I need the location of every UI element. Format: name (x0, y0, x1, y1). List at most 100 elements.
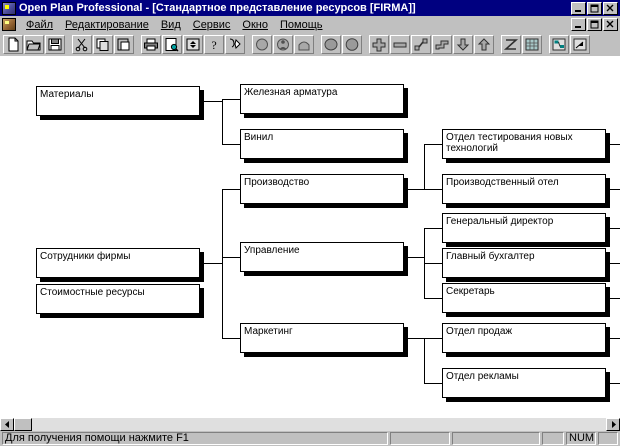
diagram-node[interactable]: Стоимостные ресурсы (36, 284, 200, 314)
diagram-node-label: Стоимостные ресурсы (40, 287, 145, 298)
status-pane-3 (542, 432, 564, 445)
connector-segment (424, 338, 425, 383)
horizontal-scrollbar[interactable] (0, 417, 620, 432)
openplan-app-icon[interactable] (2, 1, 16, 15)
diagram-node[interactable]: Железная арматура (240, 84, 404, 114)
context-help-icon[interactable] (225, 35, 245, 54)
diagram-node[interactable]: Маркетинг (240, 323, 404, 353)
diagram-node[interactable]: Генеральный директор (442, 213, 606, 243)
connector-segment (606, 144, 620, 145)
diagram-node-label: Винил (244, 132, 274, 143)
diagram-node-label: Управление (244, 245, 300, 256)
resource-circle-icon[interactable] (252, 35, 272, 54)
diagram-node[interactable]: Материалы (36, 86, 200, 116)
window-controls (571, 1, 618, 15)
mdi-minimize-button[interactable] (571, 18, 586, 31)
print-preview-icon[interactable] (162, 35, 182, 54)
status-bar: Для получения помощи нажмите F1 NUM (0, 431, 620, 446)
zigzag-icon[interactable] (501, 35, 521, 54)
connector-segment (424, 144, 442, 145)
restore-button[interactable] (587, 1, 602, 15)
diagram-node-label: Сотрудники фирмы (40, 251, 131, 262)
menu-file[interactable]: Файл (20, 18, 59, 32)
menu-help-label: Помощь (279, 18, 323, 31)
status-num-indicator: NUM (566, 432, 596, 445)
new-document-icon[interactable] (3, 35, 23, 54)
scroll-left-arrow-icon[interactable] (0, 418, 14, 431)
connector-segment (606, 189, 620, 190)
minimize-button[interactable] (571, 1, 586, 15)
diagram-node-label: Маркетинг (244, 326, 293, 337)
connector-segment (424, 338, 442, 339)
diagram-node[interactable]: Производство (240, 174, 404, 204)
svg-text:?: ? (211, 38, 216, 52)
connector-segment (222, 338, 240, 339)
menu-file-label: Файл (26, 18, 54, 31)
document-window-icon[interactable] (2, 18, 16, 31)
print-icon[interactable] (141, 35, 161, 54)
filled-circle-icon[interactable] (342, 35, 362, 54)
menu-view[interactable]: Вид (155, 18, 187, 32)
hscroll-thumb[interactable] (14, 418, 32, 431)
move-up-icon[interactable] (474, 35, 494, 54)
hscroll-track[interactable] (14, 418, 606, 432)
menu-view-label: Вид (160, 18, 181, 31)
connector-segment (404, 189, 424, 190)
status-resize-grip (598, 432, 618, 445)
menu-edit[interactable]: Редактирование (59, 18, 155, 32)
menu-help[interactable]: Помощь (274, 18, 329, 32)
menu-window-label: Окно (242, 18, 268, 31)
layout-icon[interactable] (549, 35, 569, 54)
diagram-node[interactable]: Управление (240, 242, 404, 272)
add-plus-icon[interactable] (369, 35, 389, 54)
scroll-right-arrow-icon[interactable] (606, 418, 620, 431)
sort-icon[interactable] (183, 35, 203, 54)
resource-person-icon[interactable] (273, 35, 293, 54)
mdi-restore-button[interactable] (587, 18, 602, 31)
diagram-node[interactable]: Производственный отел (442, 174, 606, 204)
diagram-node[interactable]: Главный бухгалтер (442, 248, 606, 278)
diagram-node[interactable]: Секретарь (442, 283, 606, 313)
menu-tools[interactable]: Сервис (187, 18, 237, 32)
menu-bar: Файл Редактирование Вид Сервис Окно Помо… (0, 16, 620, 34)
paste-clipboard-icon[interactable] (114, 35, 134, 54)
open-folder-icon[interactable] (24, 35, 44, 54)
connector-segment (606, 228, 620, 229)
status-message: Для получения помощи нажмите F1 (2, 432, 388, 445)
diagram-node-label: Производственный отел (446, 177, 559, 188)
diagram-node[interactable]: Отдел тестирования новых технологий (442, 129, 606, 159)
title-bar[interactable]: Open Plan Professional - [Стандартное пр… (0, 0, 620, 16)
mdi-close-button[interactable] (603, 18, 618, 31)
grid-table-icon[interactable] (522, 35, 542, 54)
diagram-node[interactable]: Сотрудники фирмы (36, 248, 200, 278)
connector-segment (222, 189, 223, 338)
connector-segment (424, 189, 442, 190)
help-question-icon[interactable]: ? (204, 35, 224, 54)
diagram-node[interactable]: Отдел продаж (442, 323, 606, 353)
diagram-node[interactable]: Винил (240, 129, 404, 159)
connector-segment (424, 144, 425, 189)
diagram-node-label: Секретарь (446, 286, 495, 297)
step-icon[interactable] (432, 35, 452, 54)
connector-segment (606, 383, 620, 384)
arrange-icon[interactable] (570, 35, 590, 54)
mdi-window-controls (571, 18, 618, 31)
connector-segment (404, 338, 424, 339)
connector-segment (424, 383, 442, 384)
diagram-node[interactable]: Отдел рекламы (442, 368, 606, 398)
diagram-node-label: Железная арматура (244, 87, 338, 98)
remove-minus-icon[interactable] (390, 35, 410, 54)
diagram-node-label: Отдел рекламы (446, 371, 519, 382)
copy-pages-icon[interactable] (93, 35, 113, 54)
link-icon[interactable] (411, 35, 431, 54)
filled-ellipse-icon[interactable] (321, 35, 341, 54)
resource-shape-icon[interactable] (294, 35, 314, 54)
menu-window[interactable]: Окно (236, 18, 274, 32)
move-down-icon[interactable] (453, 35, 473, 54)
close-button[interactable] (603, 1, 618, 15)
save-disk-icon[interactable] (45, 35, 65, 54)
connector-segment (424, 298, 442, 299)
cut-scissors-icon[interactable] (72, 35, 92, 54)
